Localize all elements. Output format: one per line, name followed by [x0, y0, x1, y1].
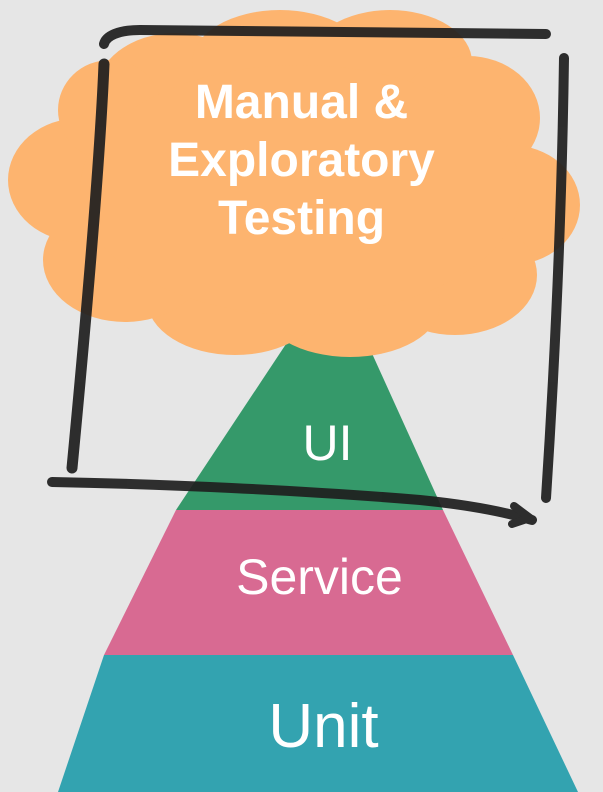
cloud-shape: [8, 10, 580, 357]
marker-box-top: [99, 25, 551, 49]
cloud-label-line-3: Testing: [217, 192, 386, 245]
pyramid-layer-service: [104, 510, 513, 655]
cloud-label-line-1: Manual &: [194, 76, 409, 129]
cloud-label-line-2: Exploratory: [168, 134, 435, 187]
pyramid-layer-unit: [58, 655, 578, 792]
marker-box-bottom: [47, 477, 537, 525]
pyramid-layer-ui: [176, 338, 443, 510]
test-pyramid: [58, 338, 578, 792]
marker-box-arrow-tip: [508, 502, 534, 528]
pyramid-label-unit: Unit: [268, 692, 379, 761]
marker-box-right: [541, 53, 569, 503]
cloud-label: Manual & Exploratory Testing: [0, 74, 603, 248]
marker-box-left: [66, 58, 110, 474]
marker-box: [47, 25, 569, 528]
pyramid-label-ui: UI: [302, 415, 353, 471]
pyramid-label-service: Service: [236, 549, 403, 605]
